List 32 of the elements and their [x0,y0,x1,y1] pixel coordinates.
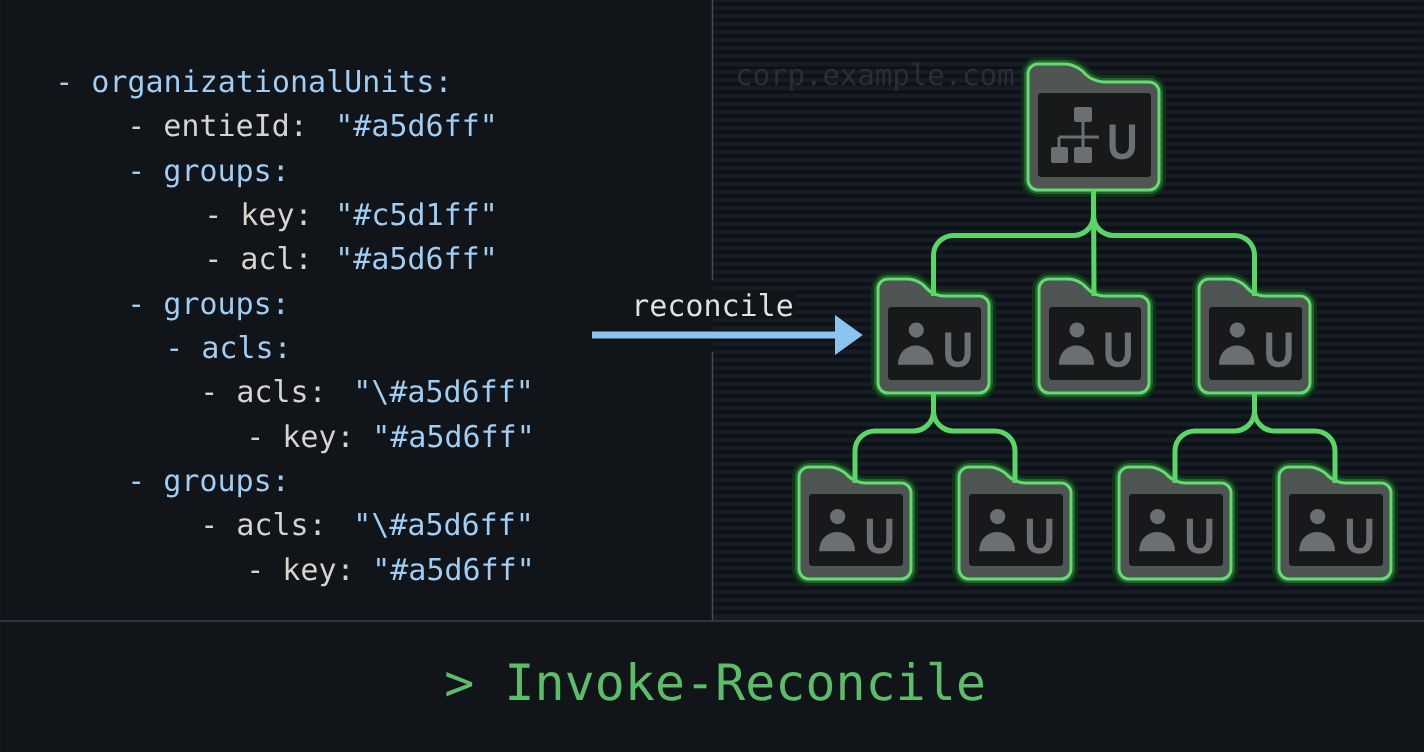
code-text: - acl: [209,246,306,270]
code-text: "\#a5d6ff" [358,379,529,405]
code-text: - groups: [132,164,283,188]
code-text: "#c5d1ff" [340,202,493,226]
edge-label: reconcile [629,291,796,319]
code-text: - key: [251,557,348,587]
connector-line [1252,393,1338,483]
code-text: - key: [209,202,306,232]
folder-label: U [1346,518,1373,554]
code-text: "#a5d6ff" [340,246,493,270]
folder-label: U [866,518,893,554]
folder-label: U [945,332,971,368]
code-text: - groups: [132,474,283,498]
code-text: - acls: [205,379,320,403]
folder-label: U [1109,124,1136,160]
code-text: - organizationalUnits: [60,69,446,99]
code-text: - key: [251,424,348,454]
folder-label: U [1026,518,1053,554]
folder-label: U [1186,518,1213,554]
command-text: > Invoke-Reconcile [446,661,984,701]
code-text: - entieId: [132,113,301,137]
code-text: - acls: [205,512,320,536]
code-text: "\#a5d6ff" [358,512,529,538]
connector-line [1091,190,1257,296]
code-text: "#a5d6ff" [377,557,530,581]
connector-line [931,393,1018,483]
folder-label: U [1266,332,1292,368]
code-text: - acls: [170,335,285,359]
code-text: "#a5d6ff" [340,113,493,137]
folder-label: U [1105,332,1131,368]
code-text: "#a5d6ff" [377,424,530,448]
code-text: - groups: [132,297,283,321]
